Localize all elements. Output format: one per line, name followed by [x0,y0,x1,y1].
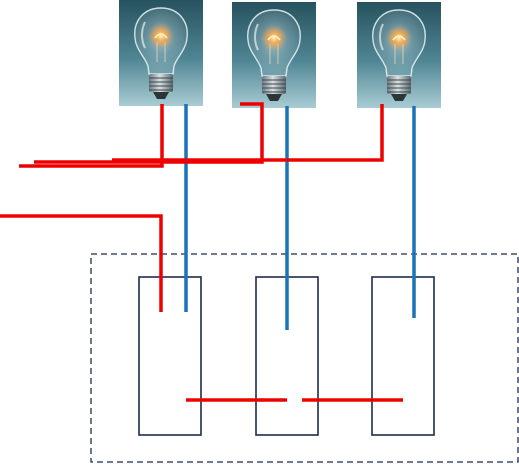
live-wire-switch-feed [0,214,163,312]
return-wires [184,104,416,330]
bulb-1 [118,0,204,107]
live-wire-bulb-3 [112,104,384,162]
lightbulb-icon [231,1,317,109]
switch-1 [138,276,202,436]
live-wire-bulb-2 [34,102,264,164]
bulb-3 [356,1,442,109]
lightbulb-icon [118,0,204,107]
live-wires [0,102,403,402]
switch-enclosure [90,253,519,463]
bulb-2 [231,1,317,109]
live-wire-bulb-1 [19,104,164,168]
lightbulb-icon [356,1,442,109]
switch-3 [371,276,435,436]
